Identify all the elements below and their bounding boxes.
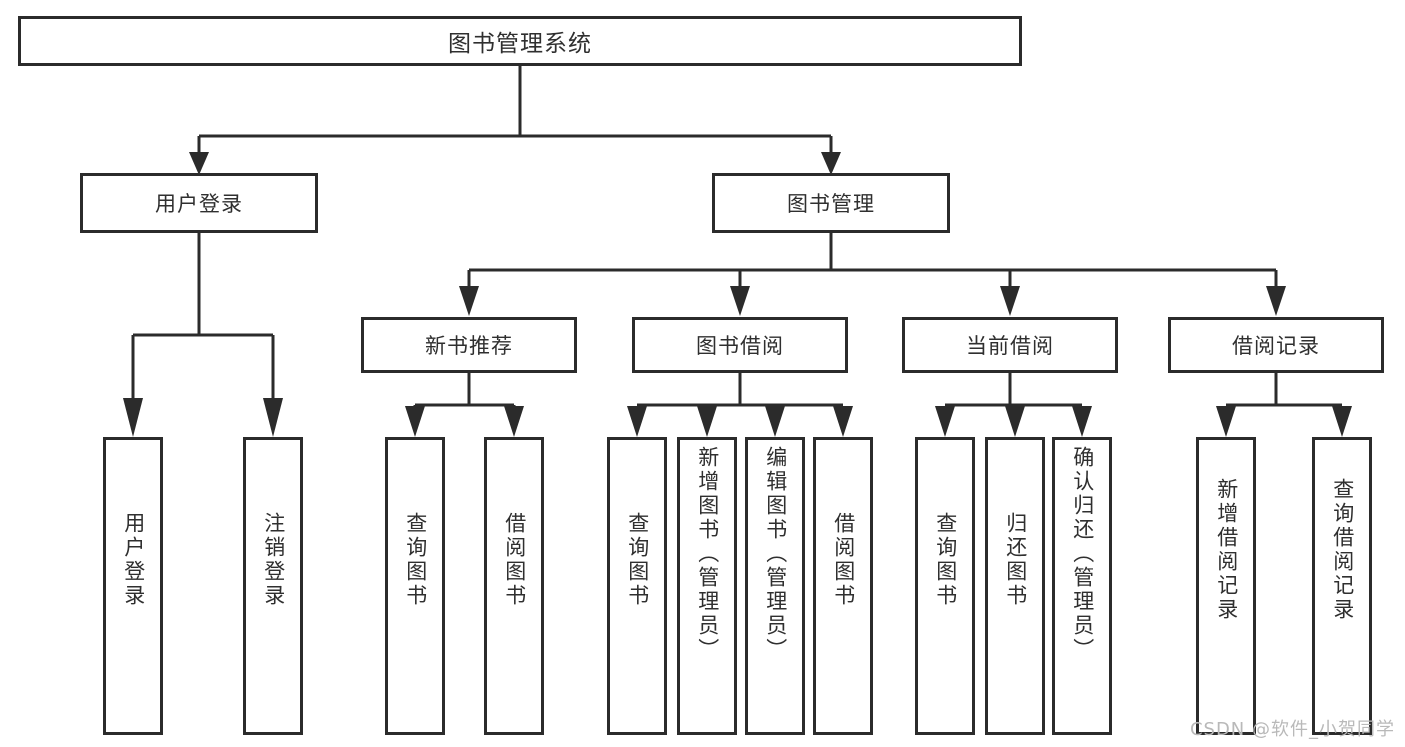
arrow-new-book [459,286,479,316]
leaf-label: 查询图书 [933,512,958,608]
leaf-borrow-book[interactable]: 借阅图书 [813,437,873,735]
arrow-cu-1 [935,406,955,437]
arrow-br-1 [627,406,647,437]
node-label: 用户登录 [155,192,243,216]
arrow-nb-2 [504,406,524,437]
leaf-label: 注销登录 [261,512,286,608]
leaf-query-book-borrow[interactable]: 查询图书 [607,437,667,735]
node-label: 图书管理系统 [448,31,592,57]
arrow-br-4 [833,406,853,437]
leaf-label: 新增图书（管理员） [695,446,720,662]
arrow-br-3 [765,406,785,437]
leaf-confirm-return-admin[interactable]: 确认归还（管理员） [1052,437,1112,735]
leaf-return-book[interactable]: 归还图书 [985,437,1045,735]
leaf-edit-book-admin[interactable]: 编辑图书（管理员） [745,437,805,735]
arrow-borrow [730,286,750,316]
arrow-current [1000,286,1020,316]
leaf-add-borrow-record[interactable]: 新增借阅记录 [1196,437,1256,735]
leaf-label: 查询借阅记录 [1330,478,1355,622]
arrow-re-2 [1332,406,1352,437]
leaf-borrow-book-new[interactable]: 借阅图书 [484,437,544,735]
leaf-query-book-new[interactable]: 查询图书 [385,437,445,735]
arrow-re-1 [1216,406,1236,437]
leaf-label: 借阅图书 [502,512,527,608]
node-label: 借阅记录 [1232,334,1320,358]
node-book-borrowing[interactable]: 图书借阅 [632,317,848,373]
leaf-user-login[interactable]: 用户登录 [103,437,163,735]
leaf-label: 编辑图书（管理员） [763,446,788,662]
arrow-nb-1 [405,406,425,437]
arrow-leaf-user-login [123,398,143,437]
leaf-label: 确认归还（管理员） [1070,446,1095,662]
leaf-label: 查询图书 [625,512,650,608]
node-user-login[interactable]: 用户登录 [80,173,318,233]
node-label: 当前借阅 [966,334,1054,358]
node-label: 新书推荐 [425,334,513,358]
leaf-label: 借阅图书 [831,512,856,608]
node-label: 图书管理 [787,192,875,216]
leaf-query-borrow-record[interactable]: 查询借阅记录 [1312,437,1372,735]
arrow-cu-3 [1072,406,1092,437]
leaf-add-book-admin[interactable]: 新增图书（管理员） [677,437,737,735]
leaf-query-book-current[interactable]: 查询图书 [915,437,975,735]
leaf-logout[interactable]: 注销登录 [243,437,303,735]
leaf-label: 查询图书 [403,512,428,608]
node-new-book-recommendation[interactable]: 新书推荐 [361,317,577,373]
leaf-label: 用户登录 [121,512,146,608]
arrow-leaf-logout [263,398,283,437]
csdn-watermark: CSDN @软件_小贺同学 [1189,719,1395,740]
arrow-br-2 [697,406,717,437]
leaf-label: 归还图书 [1003,512,1028,608]
arrow-cu-2 [1005,406,1025,437]
node-root-book-management-system[interactable]: 图书管理系统 [18,16,1022,66]
node-label: 图书借阅 [696,334,784,358]
node-book-management[interactable]: 图书管理 [712,173,950,233]
arrow-record [1266,286,1286,316]
node-current-borrowing[interactable]: 当前借阅 [902,317,1118,373]
node-borrowing-record[interactable]: 借阅记录 [1168,317,1384,373]
arrow-user-login [189,152,209,175]
arrow-book-manage [821,152,841,175]
leaf-label: 新增借阅记录 [1214,478,1239,622]
